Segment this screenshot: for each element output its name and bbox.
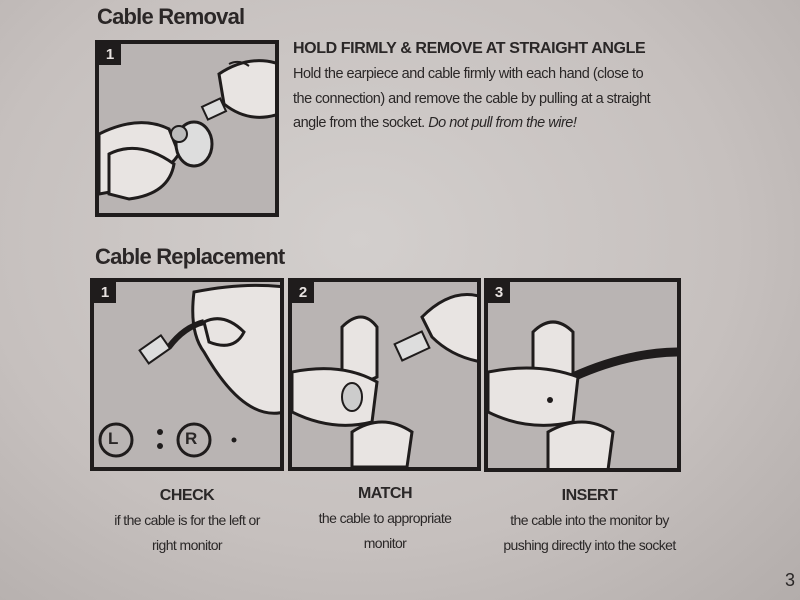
caption-line: pushing directly into the socket: [503, 537, 676, 553]
removal-heading: HOLD FIRMLY & REMOVE AT STRAIGHT ANGLE: [293, 40, 646, 57]
warning-text: Do not pull from the wire!: [428, 115, 577, 131]
section-title-cable-removal: Cable Removal: [97, 4, 245, 29]
earpiece-and-plug-illustration: [292, 293, 477, 467]
step-label: CHECK: [159, 487, 215, 504]
removal-illustration: 1: [95, 40, 279, 217]
step-label: INSERT: [561, 487, 618, 504]
check-illustration: L R 1: [90, 278, 284, 471]
hand-cable-plug-illustration: [98, 283, 280, 458]
step-number-badge: 2: [292, 282, 314, 303]
caption-line: the cable into the monitor by: [510, 512, 669, 528]
removal-instructions: Hold the earpiece and cable firmly with …: [293, 62, 683, 136]
hands-earpiece-illustration: [99, 59, 275, 201]
inserted-cable-illustration: [488, 320, 677, 468]
caption-line: the cable to appropriate: [318, 510, 452, 526]
caption-insert: INSERT the cable into the monitor by pus…: [482, 483, 697, 558]
body-line: the connection) and remove the cable by …: [293, 90, 651, 107]
section-title-cable-replacement: Cable Replacement: [95, 244, 285, 269]
caption-check: CHECK if the cable is for the left or ri…: [92, 483, 282, 558]
step-label: MATCH: [357, 485, 413, 502]
body-line: angle from the socket.: [293, 115, 429, 131]
left-marker: L: [108, 429, 119, 448]
insert-illustration: 3: [484, 278, 681, 472]
step-number-badge: 1: [94, 282, 116, 303]
page-number: 3: [785, 570, 796, 590]
caption-line: monitor: [363, 535, 407, 551]
match-illustration: 2: [288, 278, 481, 471]
step-number-badge: 3: [488, 282, 510, 303]
body-line: Hold the earpiece and cable firmly with …: [293, 66, 644, 82]
right-marker: R: [185, 429, 198, 448]
caption-line: right monitor: [151, 537, 223, 553]
caption-match: MATCH the cable to appropriate monitor: [290, 481, 480, 556]
caption-line: if the cable is for the left or: [114, 512, 260, 528]
step-number-badge: 1: [99, 44, 121, 65]
